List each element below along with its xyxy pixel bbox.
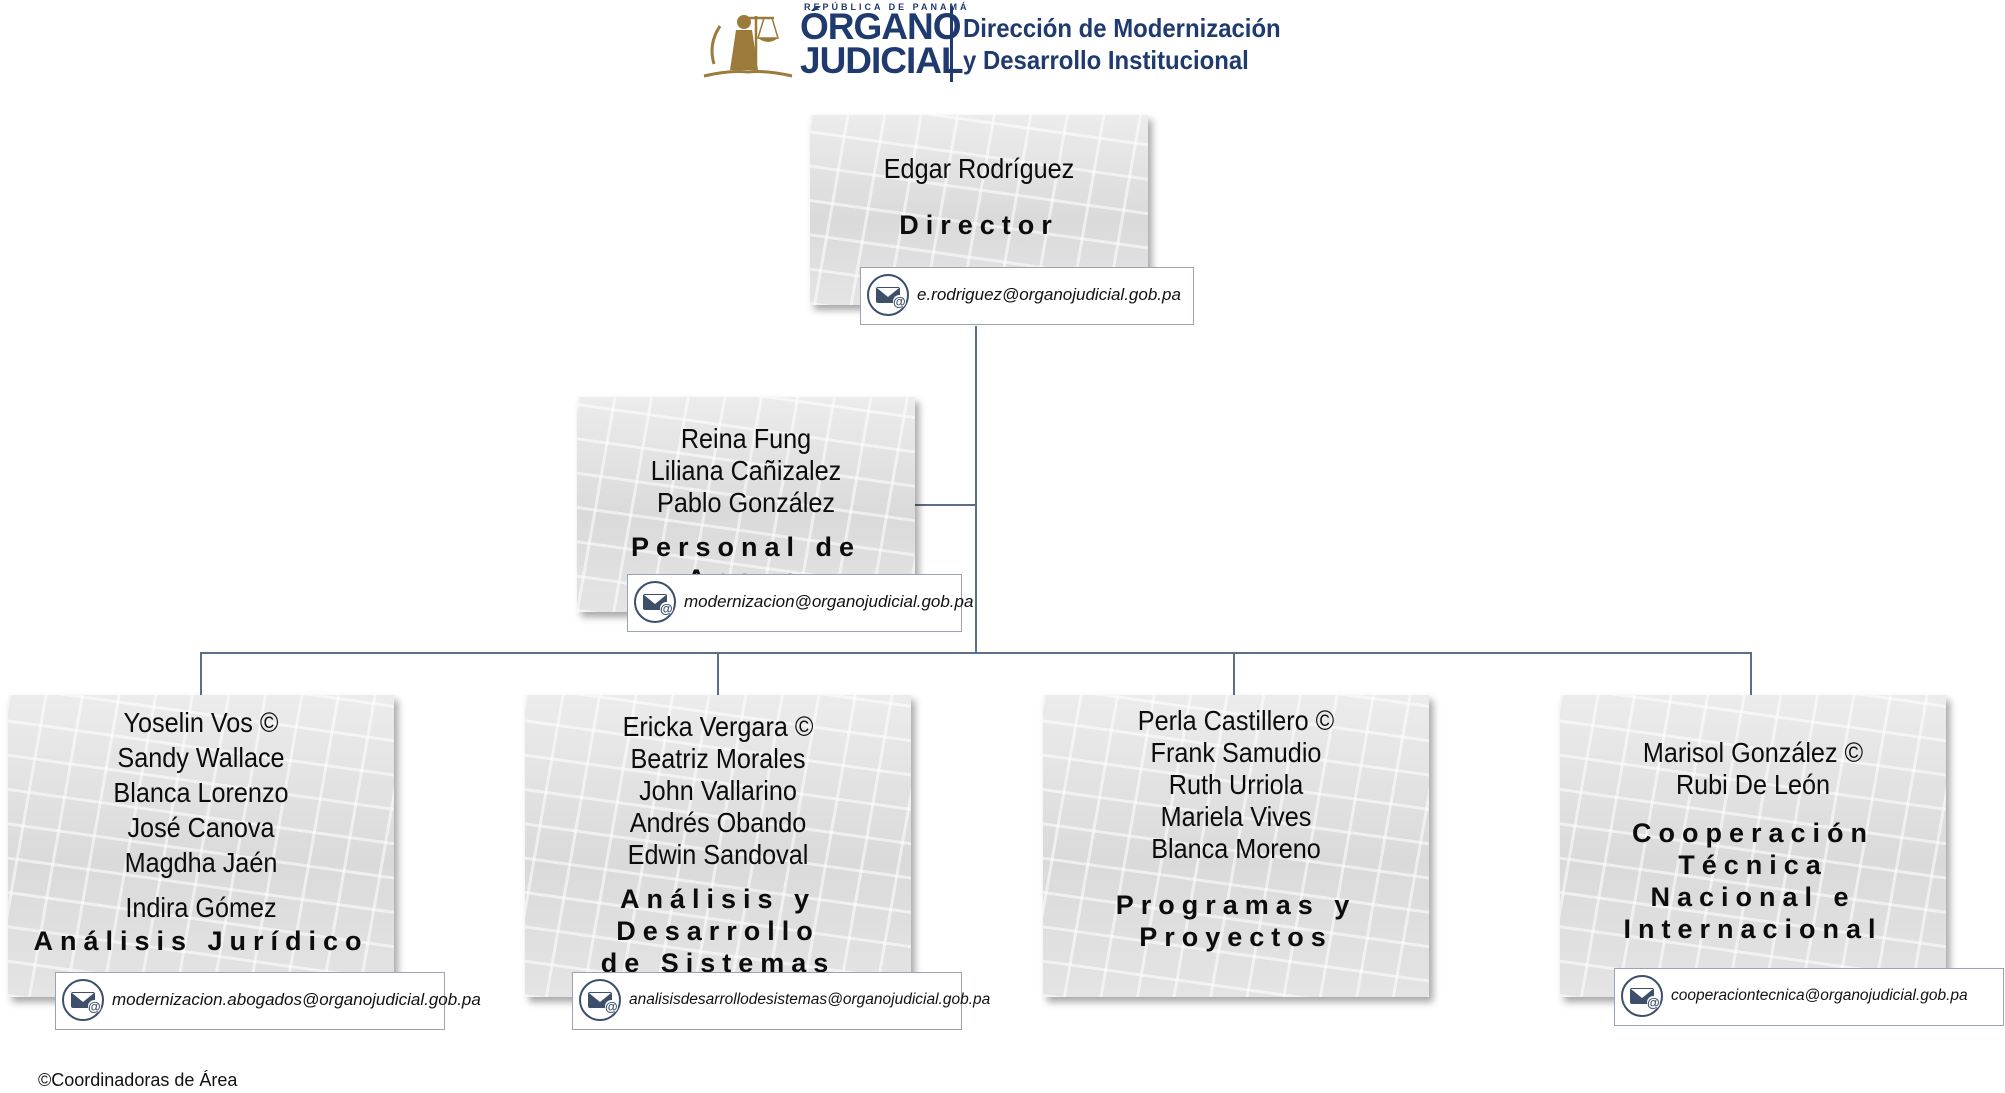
unit-3-role-line1: Programas y bbox=[1115, 890, 1357, 920]
unit-2-name-4: Andrés Obando bbox=[629, 807, 807, 838]
director-email-tag[interactable]: @ e.rodriguez@organojudicial.gob.pa bbox=[860, 267, 1194, 325]
unit-2-name-2: Beatriz Morales bbox=[630, 743, 806, 774]
unit-2-role-line1: Análisis y Desarrollo bbox=[616, 884, 820, 946]
unit-3-name-2: Frank Samudio bbox=[1150, 737, 1322, 768]
unit-box-analisis-juridico: Yoselin Vos © Sandy Wallace Blanca Loren… bbox=[8, 695, 394, 997]
unit-4-email-tag[interactable]: @ cooperaciontecnica@organojudicial.gob.… bbox=[1614, 968, 2004, 1026]
director-role: Director bbox=[899, 210, 1059, 240]
unit-3-name-3: Ruth Urriola bbox=[1168, 769, 1304, 800]
unit-1-email[interactable]: modernizacion.abogados@organojudicial.go… bbox=[112, 990, 481, 1009]
email-icon: @ bbox=[1621, 975, 1663, 1017]
support-email-tag[interactable]: @ modernizacion@organojudicial.gob.pa bbox=[627, 574, 973, 632]
support-email[interactable]: modernizacion@organojudicial.gob.pa bbox=[684, 592, 974, 611]
director-name: Edgar Rodríguez bbox=[883, 153, 1075, 184]
unit-4-role-line3: Internacional bbox=[1623, 914, 1883, 944]
unit-4-role-line2: Nacional e bbox=[1650, 882, 1856, 912]
unit-1-name-4: José Canova bbox=[127, 812, 275, 843]
unit-box-programas-proyectos: Perla Castillero © Frank Samudio Ruth Ur… bbox=[1043, 695, 1429, 997]
unit-1-name-2: Sandy Wallace bbox=[117, 742, 285, 773]
unit-4-role-line1: Cooperación Técnica bbox=[1631, 818, 1875, 880]
unit-2-email[interactable]: analisisdesarrollodesistemas@organojudic… bbox=[629, 991, 991, 1008]
connector-unit-1 bbox=[200, 652, 202, 695]
justice-seal-icon bbox=[703, 15, 793, 78]
unit-3-name-4: Mariela Vives bbox=[1160, 801, 1312, 832]
connector-unit-3 bbox=[1233, 652, 1235, 695]
support-name-3: Pablo González bbox=[657, 487, 835, 518]
unit-box-analisis-desarrollo-sistemas: Ericka Vergara © Beatriz Morales John Va… bbox=[525, 695, 911, 997]
unit-1-name-3: Blanca Lorenzo bbox=[113, 777, 289, 808]
unit-2-name-5: Edwin Sandoval bbox=[627, 839, 809, 870]
unit-4-email[interactable]: cooperaciontecnica@organojudicial.gob.pa bbox=[1671, 987, 1968, 1004]
support-name-1: Reina Fung bbox=[680, 423, 812, 454]
unit-1-email-tag[interactable]: @ modernizacion.abogados@organojudicial.… bbox=[55, 972, 481, 1030]
unit-4-name-1: Marisol González © bbox=[1642, 737, 1864, 768]
unit-1-name-6: Indira Gómez bbox=[125, 892, 277, 923]
connector-director-down bbox=[975, 326, 977, 652]
unit-3-name-5: Blanca Moreno bbox=[1151, 833, 1321, 864]
connector-horizontal-bus bbox=[200, 652, 1752, 654]
unit-2-name-1: Ericka Vergara © bbox=[622, 711, 814, 742]
header-department: Dirección de Modernización y Desarrollo … bbox=[963, 12, 1281, 76]
unit-3-role-line2: Proyectos bbox=[1139, 922, 1333, 952]
header-dept-line1: Dirección de Modernización bbox=[963, 13, 1281, 43]
header-org-name: ÓRGANO JUDICIAL bbox=[800, 6, 964, 81]
header-dept-line2: y Desarrollo Institucional bbox=[963, 45, 1249, 75]
header-logo: REPÚBLICA DE PANAMÁ ÓRGANO JUDICIAL Dire… bbox=[700, 2, 1290, 82]
header-org-line2: JUDICIAL bbox=[800, 40, 964, 81]
unit-3-name-1: Perla Castillero © bbox=[1137, 705, 1335, 736]
unit-1-role: Análisis Jurídico bbox=[33, 926, 369, 956]
unit-1-name-1: Yoselin Vos © bbox=[123, 707, 279, 738]
connector-support bbox=[913, 504, 976, 506]
unit-2-name-3: John Vallarino bbox=[639, 775, 797, 806]
header-org-line1: ÓRGANO bbox=[800, 6, 961, 47]
unit-1-name-5: Magdha Jaén bbox=[124, 847, 278, 878]
director-email[interactable]: e.rodriguez@organojudicial.gob.pa bbox=[917, 285, 1181, 304]
email-icon: @ bbox=[579, 979, 621, 1021]
email-icon: @ bbox=[62, 979, 104, 1021]
footnote: ©Coordinadoras de Área bbox=[38, 1070, 238, 1090]
email-icon: @ bbox=[867, 274, 909, 316]
unit-4-name-2: Rubi De León bbox=[1675, 769, 1831, 800]
email-icon: @ bbox=[634, 581, 676, 623]
connector-unit-2 bbox=[717, 652, 719, 695]
header-divider bbox=[950, 6, 953, 82]
unit-box-cooperacion-tecnica: Marisol González © Rubi De León Cooperac… bbox=[1560, 695, 1946, 997]
support-name-2: Liliana Cañizalez bbox=[650, 455, 842, 486]
unit-2-email-tag[interactable]: @ analisisdesarrollodesistemas@organojud… bbox=[572, 972, 990, 1030]
connector-unit-4 bbox=[1750, 652, 1752, 695]
header-country: REPÚBLICA DE PANAMÁ bbox=[804, 2, 970, 12]
